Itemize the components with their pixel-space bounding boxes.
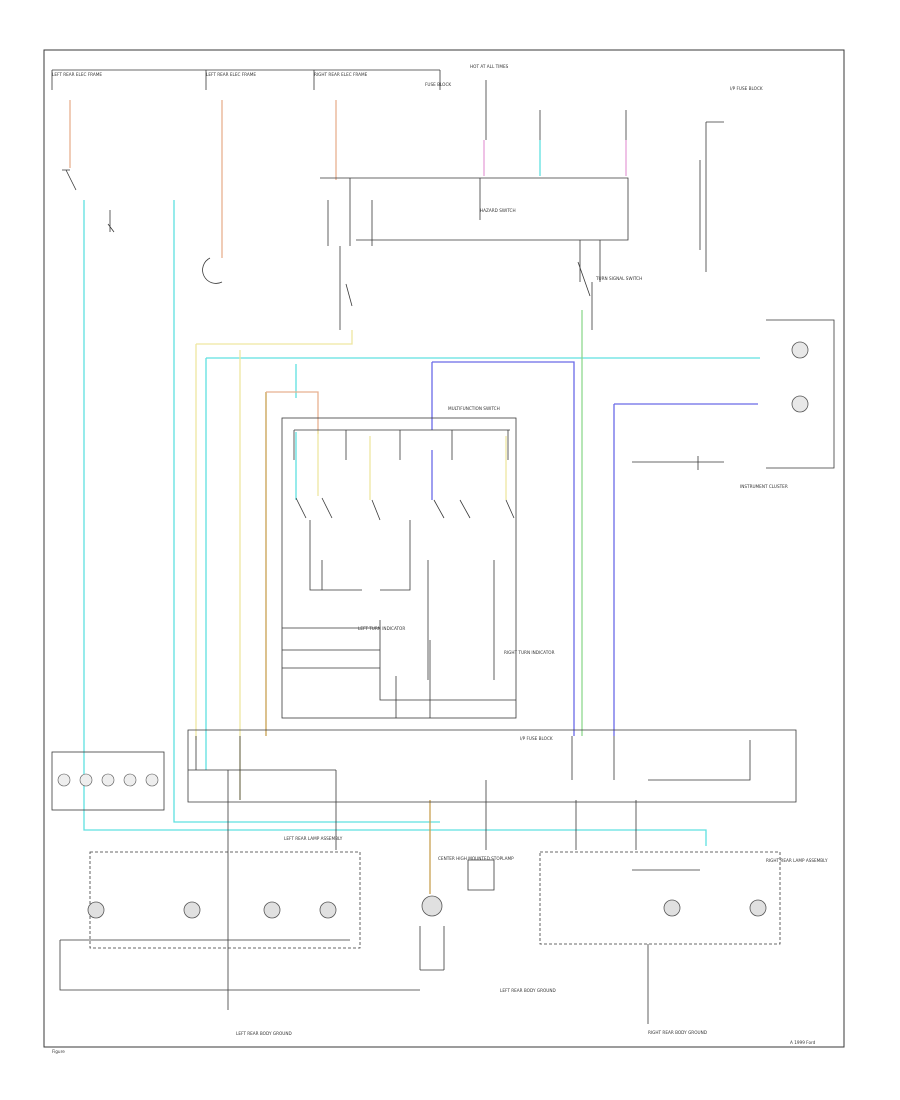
label-right-rear-ground: RIGHT REAR BODY GROUND	[648, 1030, 707, 1035]
label-instrument-cluster: INSTRUMENT CLUSTER	[740, 484, 788, 489]
main-wire-harness	[83, 200, 760, 894]
center-high-mount	[419, 859, 495, 971]
tail-lamp-icon	[87, 901, 105, 919]
instrument-cluster	[632, 319, 835, 470]
label-left-rear-ground: LEFT REAR BODY GROUND	[236, 1031, 292, 1036]
label-ip-fuse: I/P FUSE BLOCK	[730, 86, 763, 91]
high-mount-lamp-icon	[421, 895, 443, 917]
right-stop-lamp-icon	[663, 899, 681, 917]
label-left-rear-lamp: LEFT REAR LAMP ASSEMBLY	[284, 836, 343, 841]
top-fuse-wiring	[51, 69, 724, 330]
multifunction-switch	[281, 417, 517, 719]
left-socket-block	[51, 751, 165, 811]
label-right-indicator: RIGHT TURN INDICATOR	[504, 650, 555, 655]
left-indicator-lamp-icon	[791, 341, 809, 359]
label-top-left-2: LEFT REAR ELEC FRAME	[206, 72, 256, 77]
label-fuse-block: FUSE BLOCK	[425, 82, 451, 87]
backup-lamp-icon	[263, 901, 281, 919]
label-left-rear-ground-mid: LEFT REAR BODY GROUND	[500, 988, 556, 993]
label-high-mount: CENTER HIGH MOUNTED STOPLAMP	[438, 856, 514, 861]
label-ip-fuse-2: I/P FUSE BLOCK	[520, 736, 553, 741]
right-rear-lamp-assembly	[539, 851, 781, 1024]
label-footer-right: A 1999 Ford	[790, 1040, 816, 1045]
left-rear-lamp-assembly	[59, 850, 420, 1010]
turn-lamp-icon	[319, 901, 337, 919]
label-multifunction: MULTIFUNCTION SWITCH	[448, 406, 500, 411]
label-right-rear-lamp: RIGHT REAR LAMP ASSEMBLY	[766, 858, 828, 863]
right-tail-lamp-icon	[749, 899, 767, 917]
label-footer-left: Figure	[52, 1049, 65, 1054]
stop-lamp-icon	[183, 901, 201, 919]
connector-bus	[187, 729, 797, 850]
label-left-indicator: LEFT TURN INDICATOR	[358, 626, 405, 631]
right-indicator-lamp-icon	[791, 395, 809, 413]
label-top-left-1: LEFT REAR ELEC FRAME	[52, 72, 102, 77]
label-hazard-switch: HAZARD SWITCH	[480, 208, 516, 213]
label-hot: HOT AT ALL TIMES	[470, 64, 509, 69]
label-turn-signal: TURN SIGNAL SWITCH	[595, 276, 642, 281]
label-top-left-3: RIGHT REAR ELEC FRAME	[314, 72, 368, 77]
diagram-border	[43, 49, 845, 1048]
